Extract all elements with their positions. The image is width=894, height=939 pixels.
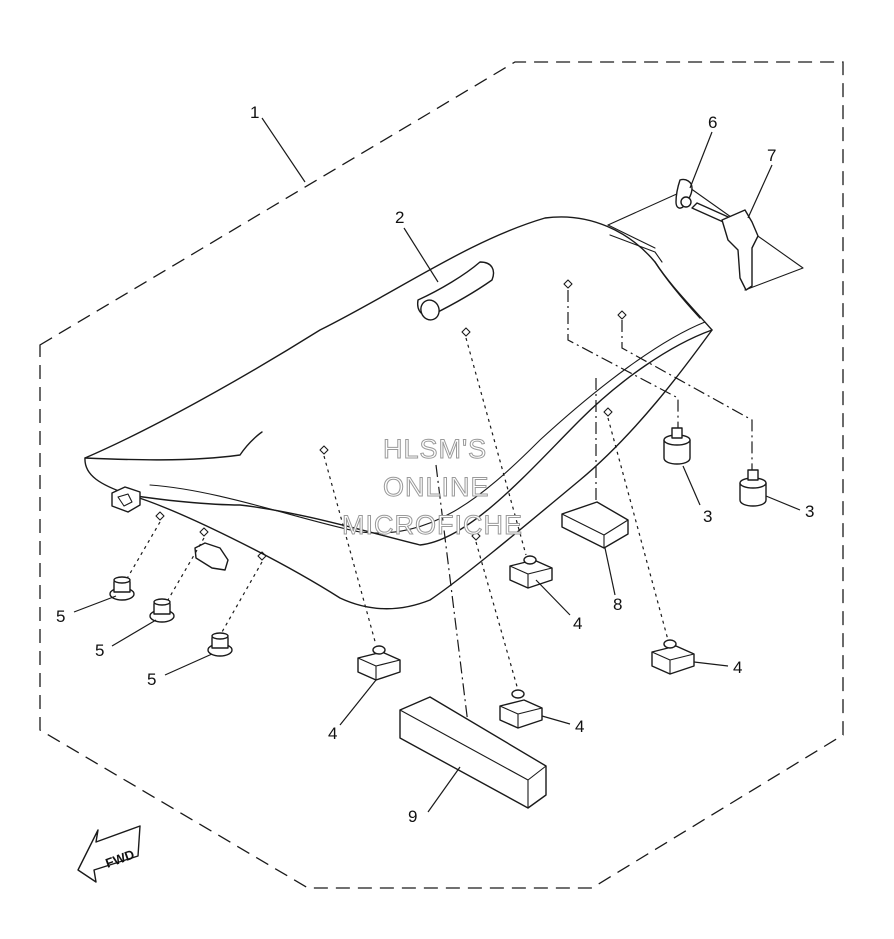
grommet-2 (149, 598, 175, 623)
callout-3-right: 3 (805, 502, 814, 521)
seat-cover-edge (84, 431, 263, 461)
watermark-line-1: HLSM'S (383, 434, 487, 464)
callout-3-left: 3 (703, 507, 712, 526)
seat-base-bracket-front-2 (117, 493, 133, 507)
assembly-lines (124, 290, 753, 741)
seat-lock-assembly (607, 178, 804, 291)
mounting-holes (155, 279, 627, 561)
clip-nut-1 (357, 645, 401, 681)
callout-4-a: 4 (573, 614, 582, 633)
callout-8: 8 (613, 595, 622, 614)
callout-4-c: 4 (575, 717, 584, 736)
clip-nut-4 (499, 689, 543, 729)
callout-1: 1 (250, 103, 259, 122)
clip-nut-2 (509, 555, 553, 589)
forward-direction-arrow: FWD (77, 825, 141, 883)
callout-5-c: 5 (147, 670, 156, 689)
seat-rear-ridge (654, 261, 701, 319)
callout-5-b: 5 (95, 641, 104, 660)
rear-damper-right (739, 469, 767, 507)
leader-lines (73, 117, 801, 813)
seat-strap (417, 261, 495, 321)
watermark-line-2: ONLINE (383, 472, 490, 502)
grommet-1 (109, 576, 135, 601)
callout-5-a: 5 (56, 607, 65, 626)
callout-7: 7 (767, 146, 776, 165)
callout-2: 2 (395, 208, 404, 227)
callout-6: 6 (708, 113, 717, 132)
callout-9: 9 (408, 807, 417, 826)
clip-nut-3 (651, 639, 695, 675)
rear-damper-left (663, 427, 691, 465)
foam-block-9 (399, 696, 547, 809)
pad-8 (561, 501, 629, 549)
callout-4-d: 4 (328, 724, 337, 743)
seat-side-panel (129, 329, 713, 546)
callout-4-b: 4 (733, 658, 742, 677)
assembly-boundary (39, 61, 844, 889)
seat-outline (84, 216, 713, 610)
seat-piping-line (149, 321, 706, 534)
seat-base-bracket-mid (194, 542, 229, 571)
grommet-3 (207, 632, 233, 657)
seat-base-bracket-front (111, 486, 141, 513)
seat-rear-edge (609, 234, 663, 263)
seat-assembly (84, 216, 713, 610)
watermark-line-3: MICROFICHE (342, 510, 523, 540)
